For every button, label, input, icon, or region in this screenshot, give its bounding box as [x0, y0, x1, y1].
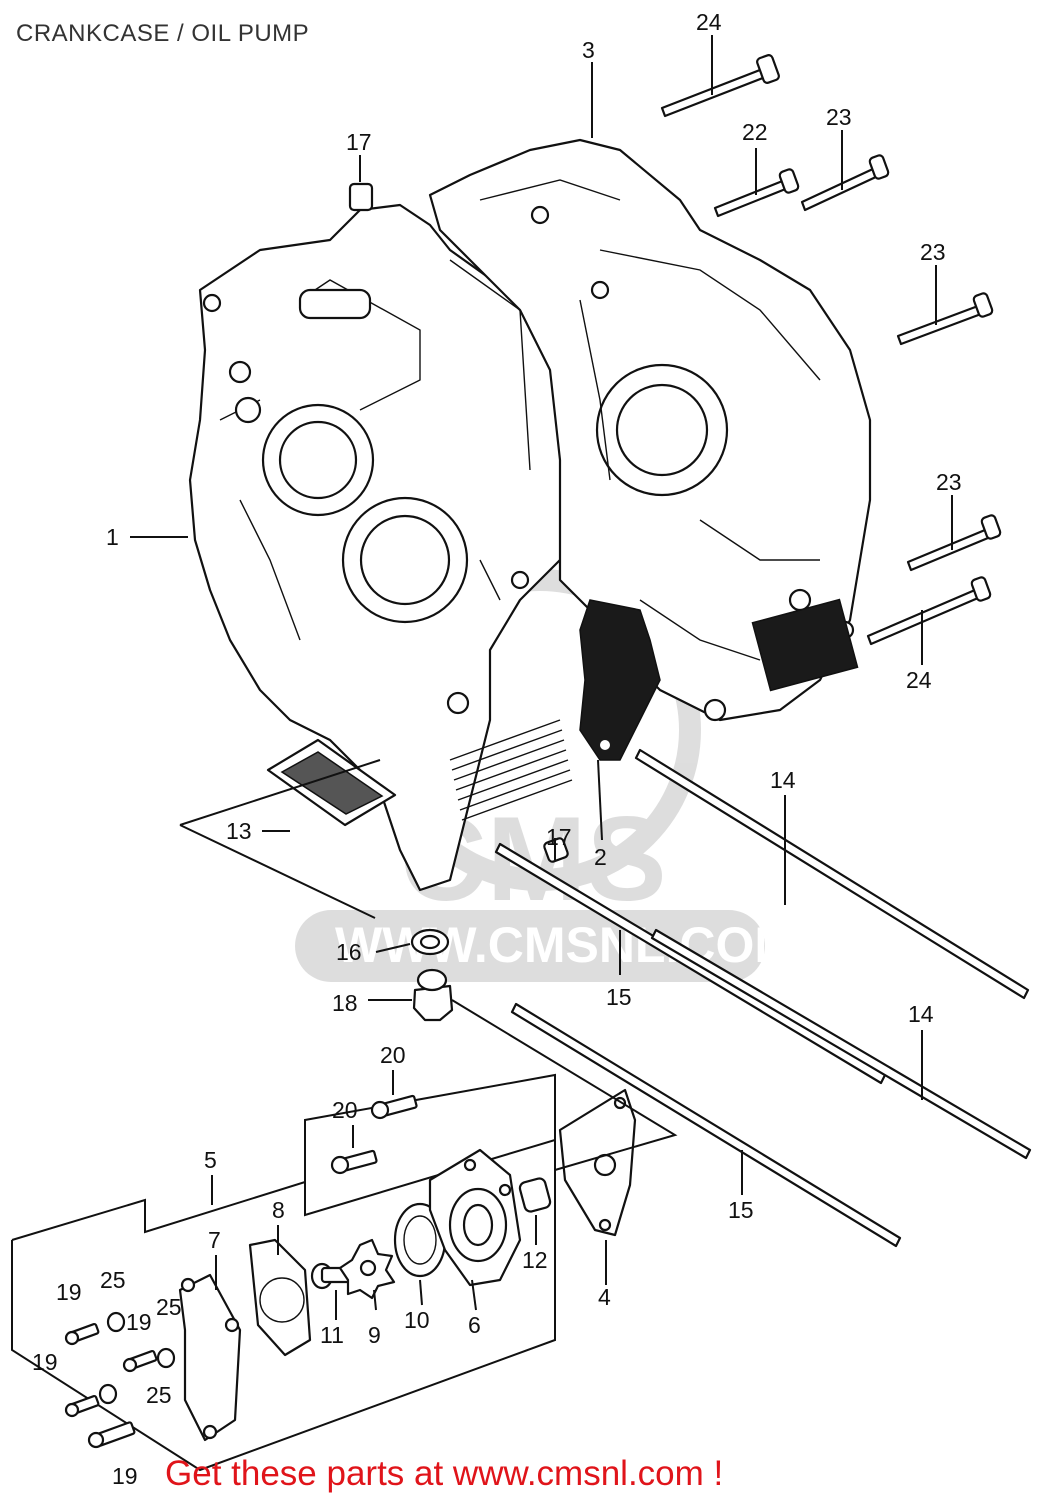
callout-24-bottom: 24: [906, 667, 932, 693]
callout-11: 11: [320, 1322, 344, 1348]
stud-bolt-14-upper[interactable]: [634, 748, 1030, 1000]
callout-8: 8: [272, 1197, 285, 1223]
pump-screw-19-a[interactable]: [64, 1322, 100, 1346]
callout-25-a: 25: [100, 1267, 126, 1293]
callout-5: 5: [204, 1147, 217, 1173]
bolt-22[interactable]: [713, 168, 800, 218]
bolt-24-top[interactable]: [660, 54, 780, 118]
pump-washer-25-c[interactable]: [98, 1383, 118, 1405]
gasket-plate-hole: [600, 740, 610, 750]
callout-19-d: 19: [112, 1463, 138, 1489]
stud-bolt-15-lower[interactable]: [510, 1002, 902, 1248]
callout-13: 13: [226, 818, 252, 844]
callout-23-mid: 23: [920, 239, 946, 265]
leader-lines: [130, 35, 953, 1320]
callout-19-b: 19: [126, 1309, 152, 1335]
bolt-23-top[interactable]: [800, 154, 890, 212]
callout-23-low: 23: [936, 469, 962, 495]
crankcase-right-fin-block: [751, 598, 859, 692]
callout-7: 7: [208, 1227, 221, 1253]
callout-20-a: 20: [380, 1042, 406, 1068]
crankcase-right[interactable]: [428, 138, 872, 722]
callout-25-b: 25: [156, 1294, 182, 1320]
callout-25-c: 25: [146, 1382, 172, 1408]
callout-2: 2: [594, 844, 607, 870]
callout-19-c: 19: [32, 1349, 58, 1375]
watermark-url-pill: [295, 910, 765, 982]
oil-pump-inner-rotor[interactable]: [338, 1238, 396, 1300]
footer-call-to-action[interactable]: Get these parts at www.cmsnl.com !: [165, 1454, 724, 1493]
oil-pump-body[interactable]: [428, 1148, 522, 1287]
pump-screw-19-c[interactable]: [64, 1394, 100, 1418]
callout-labels: 1 2 3 4 5 6 7 8 9 10 11 12 13 14 14 15 1…: [32, 9, 962, 1489]
page-title: CRANKCASE / OIL PUMP: [16, 20, 310, 47]
bolt-23-low[interactable]: [906, 514, 1002, 572]
pump-screw-19-d[interactable]: [87, 1421, 136, 1449]
crankcase-gasket-plate[interactable]: [579, 599, 661, 761]
oil-pump-gasket-4[interactable]: [558, 1088, 637, 1237]
crankcase-left[interactable]: [188, 203, 573, 892]
callout-12: 12: [522, 1247, 548, 1273]
callout-1: 1: [106, 524, 119, 550]
oil-pump-cover[interactable]: [178, 1273, 242, 1442]
callout-17-bottom: 17: [546, 824, 572, 850]
dowel-pin-top[interactable]: [348, 182, 374, 212]
stud-bolt-14-lower[interactable]: [650, 928, 1032, 1160]
callout-14-lower: 14: [908, 1001, 934, 1027]
callout-24-top: 24: [696, 9, 722, 35]
callout-16: 16: [336, 939, 362, 965]
crankcase-cooling-fins: [449, 719, 573, 821]
oil-drain-plug[interactable]: [412, 968, 454, 1022]
pump-screw-19-b[interactable]: [122, 1349, 158, 1373]
pump-washer-25-b[interactable]: [156, 1347, 176, 1369]
oil-pump-collar[interactable]: [518, 1177, 552, 1213]
bolt-24-bottom[interactable]: [866, 576, 992, 646]
callout-9: 9: [368, 1322, 381, 1348]
pump-screw-20-a[interactable]: [370, 1094, 418, 1120]
callout-19-a: 19: [56, 1279, 82, 1305]
callout-6: 6: [468, 1312, 481, 1338]
oil-strainer-screen[interactable]: [266, 738, 397, 827]
callout-22: 22: [742, 119, 768, 145]
callout-23-top: 23: [826, 104, 852, 130]
oil-pump-gasket[interactable]: [248, 1238, 312, 1357]
callout-10: 10: [404, 1307, 430, 1333]
callout-4: 4: [598, 1284, 611, 1310]
pump-washer-25-a[interactable]: [106, 1311, 126, 1333]
pump-screw-20-b[interactable]: [330, 1149, 378, 1175]
callout-15-lower: 15: [728, 1197, 754, 1223]
drain-plug-washer[interactable]: [410, 928, 450, 956]
callout-18: 18: [332, 990, 358, 1016]
callout-17-top: 17: [346, 129, 372, 155]
callout-14-upper: 14: [770, 767, 796, 793]
callout-15-upper: 15: [606, 984, 632, 1010]
callout-20-b: 20: [332, 1097, 358, 1123]
callout-3: 3: [582, 37, 595, 63]
bolt-23-mid[interactable]: [896, 292, 994, 346]
